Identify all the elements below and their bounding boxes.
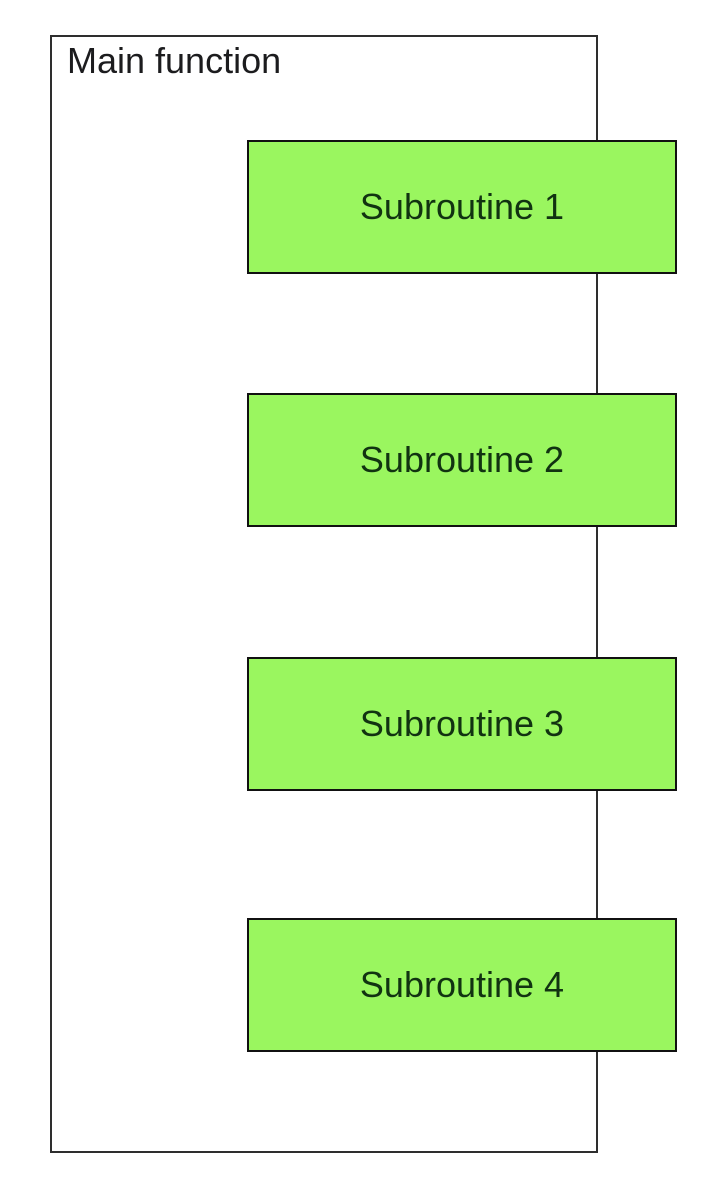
subroutine-box-1: Subroutine 1 <box>247 140 677 274</box>
main-function-label: Main function <box>67 40 282 81</box>
subroutine-box-3: Subroutine 3 <box>247 657 677 791</box>
subroutine-box-4: Subroutine 4 <box>247 918 677 1052</box>
subroutine-box-2: Subroutine 2 <box>247 393 677 527</box>
subroutine-label-4: Subroutine 4 <box>359 964 565 1005</box>
subroutine-label-2: Subroutine 2 <box>359 439 565 480</box>
main-function-box: Main function <box>50 35 598 1153</box>
subroutine-label-3: Subroutine 3 <box>359 703 565 744</box>
subroutine-label-1: Subroutine 1 <box>359 186 565 227</box>
